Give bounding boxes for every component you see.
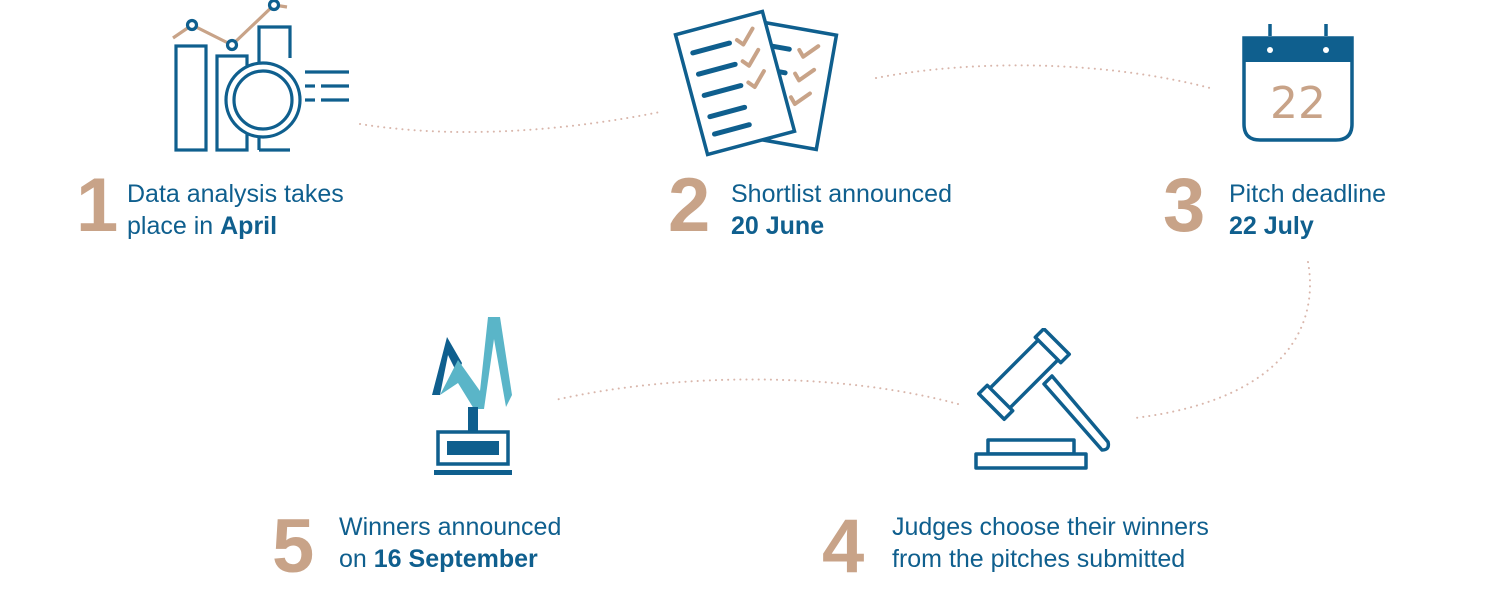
checklist-documents-icon — [673, 9, 839, 157]
step-number: 5 — [272, 504, 315, 589]
step-text: Judges choose their winners from the pit… — [892, 513, 1209, 573]
calendar-day-number: 22 — [1270, 78, 1326, 129]
chart-magnifier-icon — [172, 0, 349, 152]
step-number: 4 — [822, 504, 865, 589]
step-number: 3 — [1163, 163, 1206, 248]
trophy-icon — [432, 317, 512, 475]
step-text: Shortlist announced 20 June — [731, 180, 952, 240]
calendar-icon — [1242, 24, 1354, 142]
step-text: Pitch deadline 22 July — [1229, 180, 1387, 240]
step-number: 2 — [668, 163, 711, 248]
step-number: 1 — [76, 163, 119, 248]
step-text: Data analysis takes place in April — [127, 180, 344, 240]
step-text: Winners announced on 16 September — [339, 513, 562, 573]
gavel-icon — [974, 328, 1111, 470]
